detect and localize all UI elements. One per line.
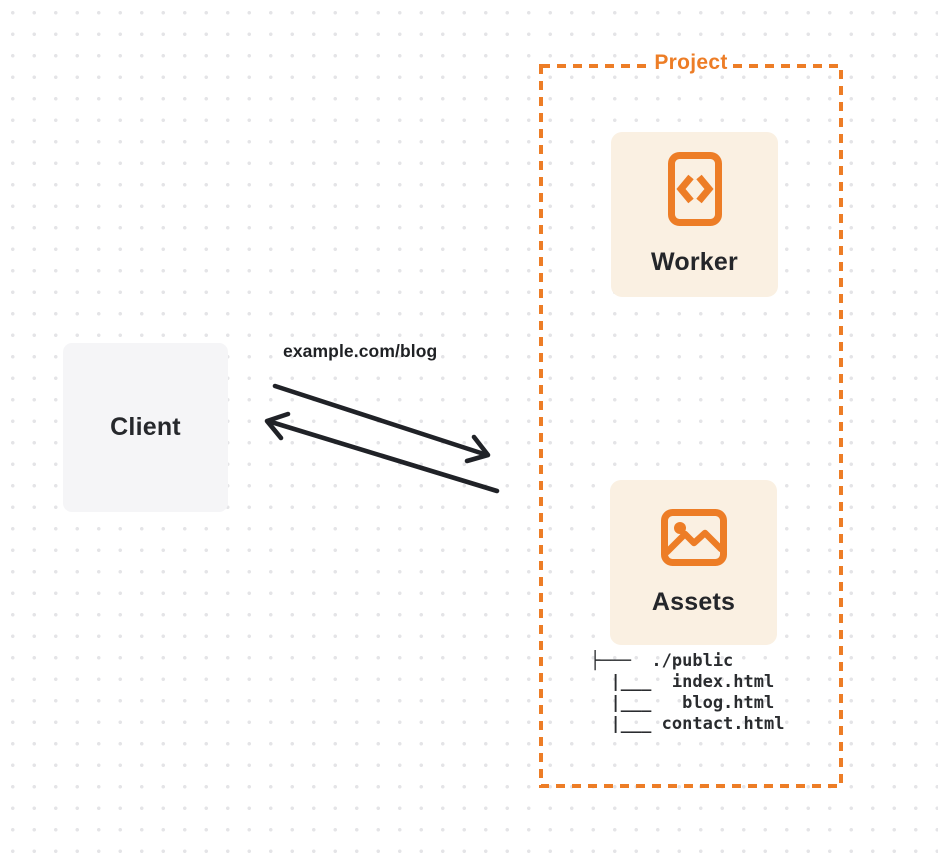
tree-line-public: ├─── ./public — [590, 651, 734, 671]
tree-line-index: |___ index.html — [590, 672, 775, 692]
project-boundary: Project Worker Assets ├─── ./public |___… — [539, 51, 843, 788]
tree-line-contact: |___ contact.html — [590, 714, 785, 734]
worker-node: Worker — [611, 132, 778, 297]
code-icon — [667, 152, 722, 226]
request-arrow-head — [464, 434, 491, 464]
tree-line-blog: |___ blog.html — [590, 693, 775, 713]
assets-label: Assets — [651, 587, 736, 616]
worker-label: Worker — [651, 248, 738, 276]
project-title: Project — [650, 51, 732, 75]
image-icon — [660, 508, 727, 566]
client-node: Client — [63, 343, 228, 512]
assets-node: Assets — [610, 480, 777, 645]
file-tree: ├─── ./public |___ index.html |___ blog.… — [590, 651, 784, 735]
request-arrow-line — [272, 383, 490, 458]
response-arrow-line — [265, 418, 500, 494]
client-label: Client — [110, 413, 181, 441]
request-url-label: example.com/blog — [283, 341, 438, 361]
response-arrow-head — [264, 411, 291, 441]
